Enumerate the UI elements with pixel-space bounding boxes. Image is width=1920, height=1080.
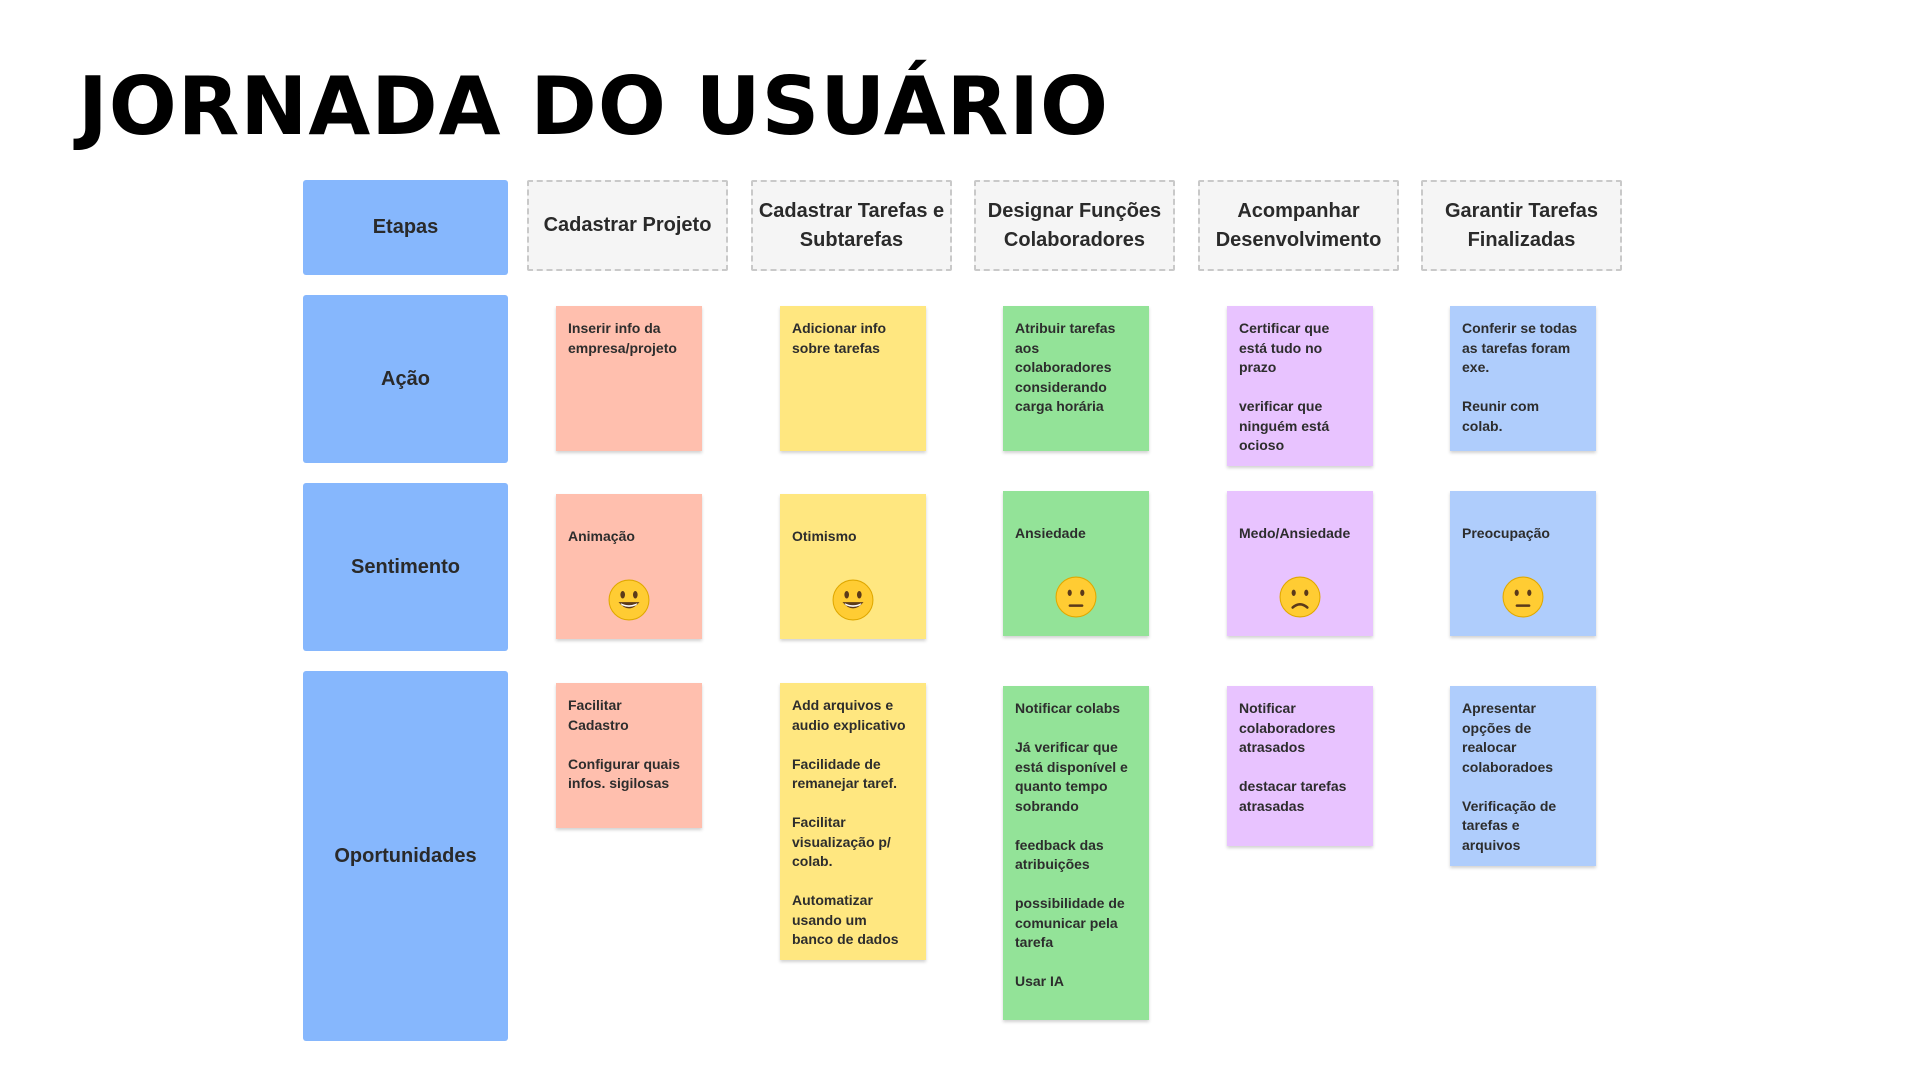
- neutral-face-icon: [1502, 576, 1544, 618]
- acao-note-2[interactable]: Adicionar info sobre tarefas: [780, 306, 926, 451]
- sentimento-note-4[interactable]: Medo/Ansiedade: [1227, 491, 1373, 636]
- acao-note-3[interactable]: Atribuir tarefas aos colaboradores consi…: [1003, 306, 1149, 451]
- row-label-acao: Ação: [303, 295, 508, 463]
- oportunidades-note-1[interactable]: Facilitar Cadastro Configurar quais info…: [556, 683, 702, 828]
- page-title: JORNADA DO USUÁRIO: [78, 60, 1110, 153]
- oportunidades-note-2[interactable]: Add arquivos e audio explicativo Facilid…: [780, 683, 926, 960]
- stage-garantir-tarefas: Garantir Tarefas Finalizadas: [1421, 180, 1622, 271]
- acao-note-1[interactable]: Inserir info da empresa/projeto: [556, 306, 702, 451]
- row-label-oportunidades: Oportunidades: [303, 671, 508, 1041]
- sentimento-label: Otimismo: [792, 527, 857, 544]
- stage-cadastrar-tarefas: Cadastrar Tarefas e Subtarefas: [751, 180, 952, 271]
- sentimento-label: Animação: [568, 527, 635, 544]
- oportunidades-note-5[interactable]: Apresentar opções de realocar colaborado…: [1450, 686, 1596, 866]
- oportunidades-note-4[interactable]: Notificar colaboradores atrasados destac…: [1227, 686, 1373, 846]
- row-label-sentimento: Sentimento: [303, 483, 508, 651]
- grinning-face-icon: [608, 579, 650, 621]
- sentimento-note-2[interactable]: Otimismo: [780, 494, 926, 639]
- sentimento-label: Medo/Ansiedade: [1239, 524, 1351, 541]
- oportunidades-note-3[interactable]: Notificar colabs Já verificar que está d…: [1003, 686, 1149, 1020]
- sentimento-label: Preocupação: [1462, 524, 1550, 541]
- row-label-etapas: Etapas: [303, 180, 508, 275]
- neutral-face-icon: [1055, 576, 1097, 618]
- frowning-face-icon: [1279, 576, 1321, 618]
- acao-note-5[interactable]: Conferir se todas as tarefas foram exe. …: [1450, 306, 1596, 451]
- sentimento-note-1[interactable]: Animação: [556, 494, 702, 639]
- sentimento-note-5[interactable]: Preocupação: [1450, 491, 1596, 636]
- sentimento-note-3[interactable]: Ansiedade: [1003, 491, 1149, 636]
- stage-acompanhar: Acompanhar Desenvolvimento: [1198, 180, 1399, 271]
- sentimento-label: Ansiedade: [1015, 524, 1086, 541]
- stage-cadastrar-projeto: Cadastrar Projeto: [527, 180, 728, 271]
- acao-note-4[interactable]: Certificar que está tudo no prazo verifi…: [1227, 306, 1373, 466]
- grinning-face-icon: [832, 579, 874, 621]
- stage-designar-funcoes: Designar Funções Colaboradores: [974, 180, 1175, 271]
